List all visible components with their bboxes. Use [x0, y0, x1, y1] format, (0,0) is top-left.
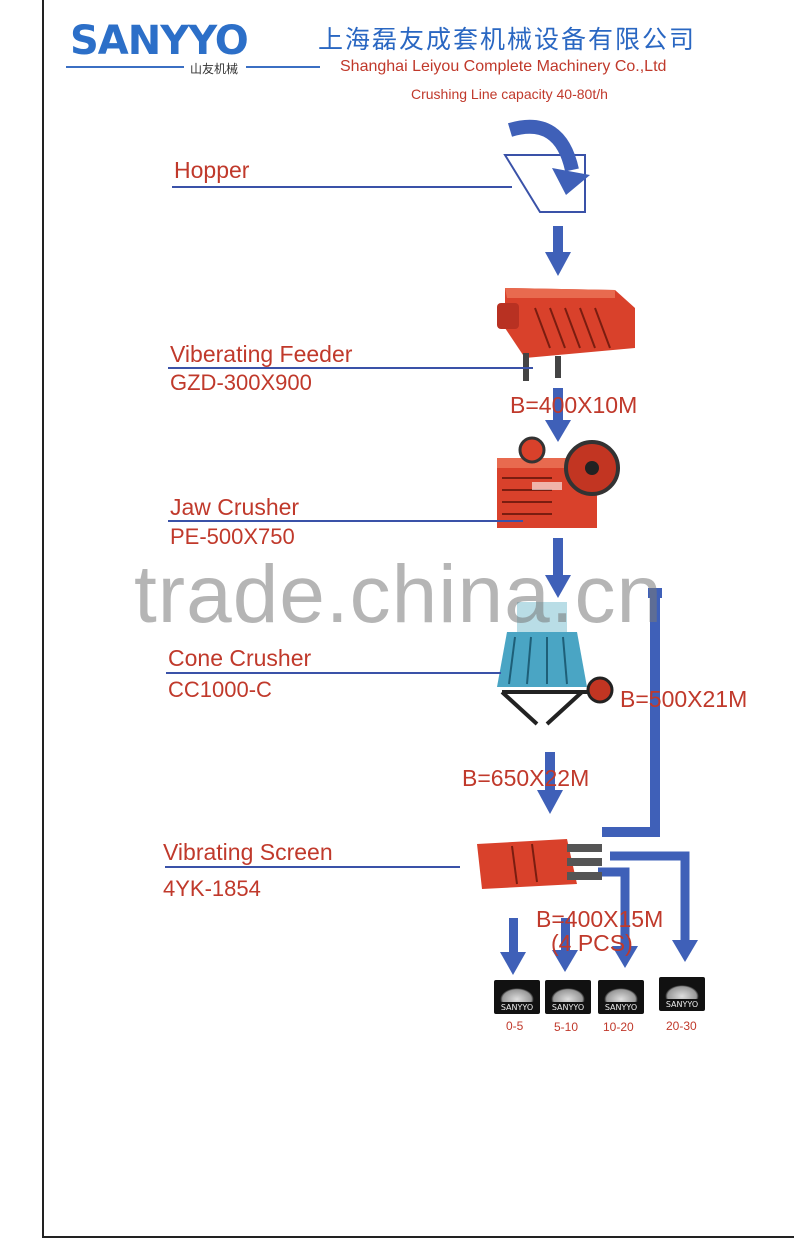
jaw-crusher-icon — [492, 428, 622, 533]
product-pile-icon: SANYYO — [659, 977, 705, 1011]
belt-count: (4 PCS) — [551, 930, 633, 957]
product-pile-icon: SANYYO — [598, 980, 644, 1014]
jaw-leader-line — [168, 520, 523, 522]
feeder-model: GZD-300X900 — [170, 370, 312, 396]
feeder-leader-line — [168, 367, 533, 369]
hopper-leader-line — [172, 186, 512, 188]
product-size-label: 20-30 — [666, 1019, 697, 1033]
cone-leader-line — [166, 672, 501, 674]
cone-crusher-model: CC1000-C — [168, 677, 272, 703]
product-size-label: 0-5 — [506, 1019, 523, 1033]
hopper-label: Hopper — [174, 157, 249, 184]
product-size-label: 5-10 — [554, 1020, 578, 1034]
vibrating-feeder-icon — [495, 268, 645, 383]
product-size-label: 10-20 — [603, 1020, 634, 1034]
vibrating-screen-icon — [472, 834, 612, 894]
hopper-icon — [505, 127, 590, 212]
product-pile-icon: SANYYO — [494, 980, 540, 1014]
screen-leader-line — [165, 866, 460, 868]
belt-label-1: B=400X10M — [510, 392, 637, 419]
belt-label-2: B=500X21M — [620, 686, 747, 713]
screen-model: 4YK-1854 — [163, 876, 261, 902]
feeder-label: Viberating Feeder — [170, 341, 352, 368]
screen-label: Vibrating Screen — [163, 839, 333, 866]
cone-crusher-label: Cone Crusher — [168, 645, 311, 672]
jaw-crusher-label: Jaw Crusher — [170, 494, 299, 521]
belt-label-4: B=400X15M — [536, 906, 663, 933]
product-pile-icon: SANYYO — [545, 980, 591, 1014]
belt-label-3: B=650X22M — [462, 765, 589, 792]
watermark: trade.china.cn — [134, 548, 663, 642]
jaw-crusher-model: PE-500X750 — [170, 524, 295, 550]
